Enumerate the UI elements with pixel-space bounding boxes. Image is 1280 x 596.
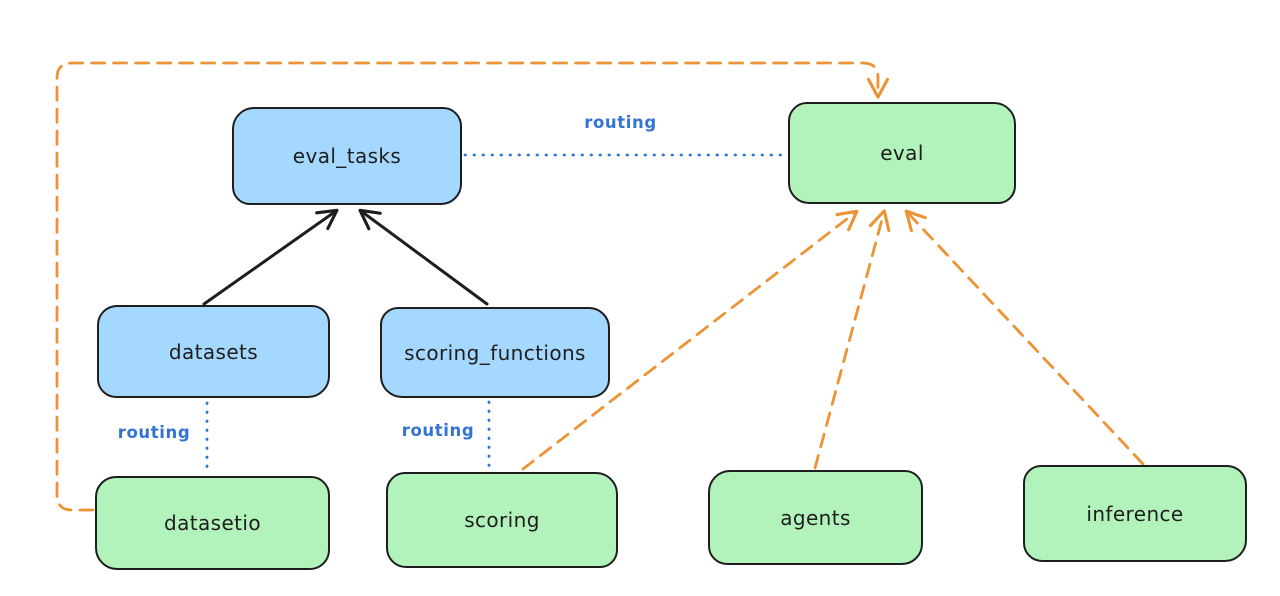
node-datasetio: datasetio	[95, 476, 330, 570]
edge-inference-to-eval-dashed	[904, 209, 1145, 466]
node-eval-tasks-label: eval_tasks	[292, 144, 402, 168]
edge-scoring-functions-to-eval-tasks	[358, 208, 489, 306]
node-agents-label: agents	[780, 505, 851, 530]
node-scoring-functions-label: scoring_functions	[404, 340, 586, 365]
routing-label-scoring-functions-scoring: routing	[401, 421, 475, 440]
edge-datasets-to-eval-tasks	[202, 208, 339, 306]
routing-label-eval-tasks-eval: routing	[584, 113, 657, 132]
node-eval: eval	[788, 102, 1016, 204]
node-inference: inference	[1023, 465, 1247, 562]
node-scoring-functions: scoring_functions	[380, 307, 610, 398]
routing-label-datasets-datasetio: routing	[117, 423, 191, 442]
node-datasetio-label: datasetio	[163, 511, 261, 535]
node-eval-label: eval	[880, 141, 924, 165]
node-datasets-label: datasets	[168, 339, 259, 364]
node-scoring-label: scoring	[464, 508, 540, 532]
edge-agents-to-eval-dashed	[813, 209, 891, 470]
node-scoring: scoring	[386, 472, 618, 568]
node-datasets: datasets	[97, 305, 330, 398]
edge-scoring-to-eval-dashed	[521, 209, 859, 471]
node-eval-tasks: eval_tasks	[232, 107, 462, 205]
node-agents: agents	[708, 470, 923, 565]
edge-datasetio-to-eval-dashed	[55, 61, 890, 512]
node-inference-label: inference	[1086, 501, 1184, 526]
